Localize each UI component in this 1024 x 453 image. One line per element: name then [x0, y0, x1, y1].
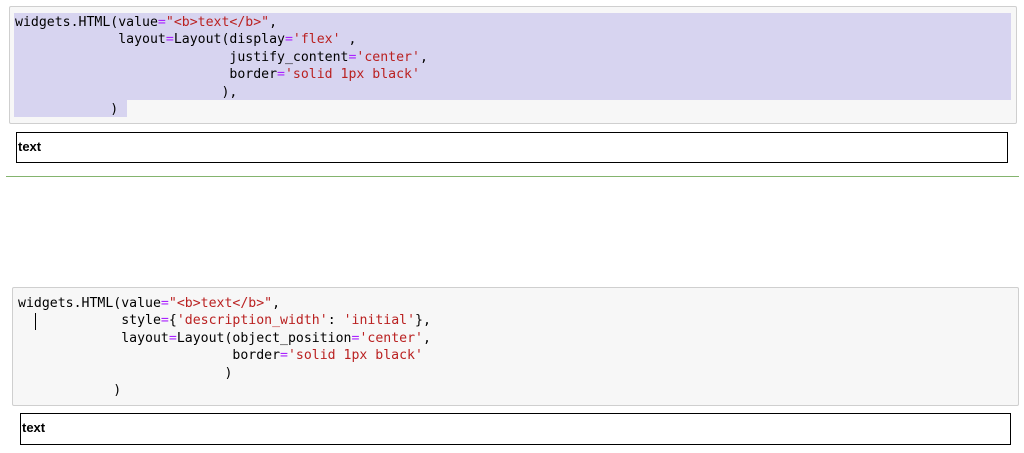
operator-token: = — [165, 32, 174, 48]
string-token: 'solid 1px black' — [287, 348, 423, 364]
widget-output-2: text — [20, 413, 1011, 445]
code-token: , — [272, 296, 281, 311]
code-token: border — [232, 348, 281, 364]
widget-output-1: text — [16, 132, 1008, 163]
string-token: 'center' — [359, 330, 423, 346]
code-token: , — [419, 49, 428, 65]
code-line: border='solid 1px black' — [15, 66, 428, 83]
code-line: ) — [18, 382, 431, 399]
code-token: layout — [118, 32, 166, 48]
code-token: border — [229, 67, 278, 83]
code-token: ) — [110, 102, 119, 118]
string-token: 'solid 1px black' — [284, 67, 420, 83]
cell-divider — [6, 176, 1019, 177]
code-editor[interactable]: widgets.HTML(value="<b>text</b>", layout… — [15, 14, 428, 118]
code-line: ) — [15, 101, 428, 118]
text-cursor — [35, 313, 36, 330]
operator-token: = — [284, 32, 293, 48]
operator-token: = — [277, 67, 285, 83]
operator-token: = — [351, 330, 360, 346]
code-cell-1-input[interactable]: widgets.HTML(value="<b>text</b>", layout… — [9, 6, 1017, 124]
code-line: widgets.HTML(value="<b>text</b>", — [18, 295, 431, 312]
code-token: , — [422, 330, 431, 346]
operator-token: = — [168, 330, 177, 346]
code-token: , — [269, 15, 278, 30]
operator-token: = — [160, 313, 169, 329]
operator-token: = — [280, 348, 288, 364]
code-token: justify_content — [229, 49, 349, 65]
code-line: widgets.HTML(value="<b>text</b>", — [15, 14, 428, 31]
code-token: , — [340, 32, 357, 48]
string-token: 'flex' — [292, 32, 341, 48]
code-token: ), — [221, 84, 238, 100]
code-token: ) — [113, 383, 122, 399]
operator-token: = — [348, 49, 357, 65]
code-line: justify_content='center', — [15, 49, 428, 66]
code-token: }, — [415, 313, 431, 329]
code-line: layout=Layout(object_position='center', — [18, 330, 431, 347]
output-text: text — [22, 420, 46, 435]
code-line: ), — [15, 84, 428, 101]
code-line: layout=Layout(display='flex' , — [15, 31, 428, 48]
code-token: : — [327, 313, 344, 329]
code-cell-2-input[interactable]: widgets.HTML(value="<b>text</b>", style=… — [12, 287, 1019, 406]
operator-token: = — [160, 296, 169, 311]
code-editor[interactable]: widgets.HTML(value="<b>text</b>", style=… — [18, 295, 431, 399]
code-token: Layout(object_position — [176, 330, 352, 346]
code-token: widgets.HTML(value — [15, 15, 158, 30]
text-selection-highlight — [14, 13, 1011, 100]
string-token: "<b>text</b>" — [168, 296, 273, 311]
text-selection-highlight-last-line — [14, 100, 127, 117]
code-token: ) — [224, 365, 233, 381]
code-token: { — [168, 313, 177, 329]
code-line: ) — [18, 365, 431, 382]
code-line: border='solid 1px black' — [18, 347, 431, 364]
code-token: style — [121, 313, 161, 329]
code-token: Layout(display — [173, 32, 285, 48]
code-token: layout — [121, 330, 169, 346]
operator-token: = — [157, 15, 166, 30]
string-token: 'description_width' — [176, 313, 328, 329]
code-line: style={'description_width': 'initial'}, — [18, 312, 431, 329]
string-token: "<b>text</b>" — [165, 15, 270, 30]
code-token: widgets.HTML(value — [18, 296, 161, 311]
output-text: text — [18, 139, 42, 154]
string-token: 'center' — [356, 49, 420, 65]
string-token: 'initial' — [343, 313, 416, 329]
